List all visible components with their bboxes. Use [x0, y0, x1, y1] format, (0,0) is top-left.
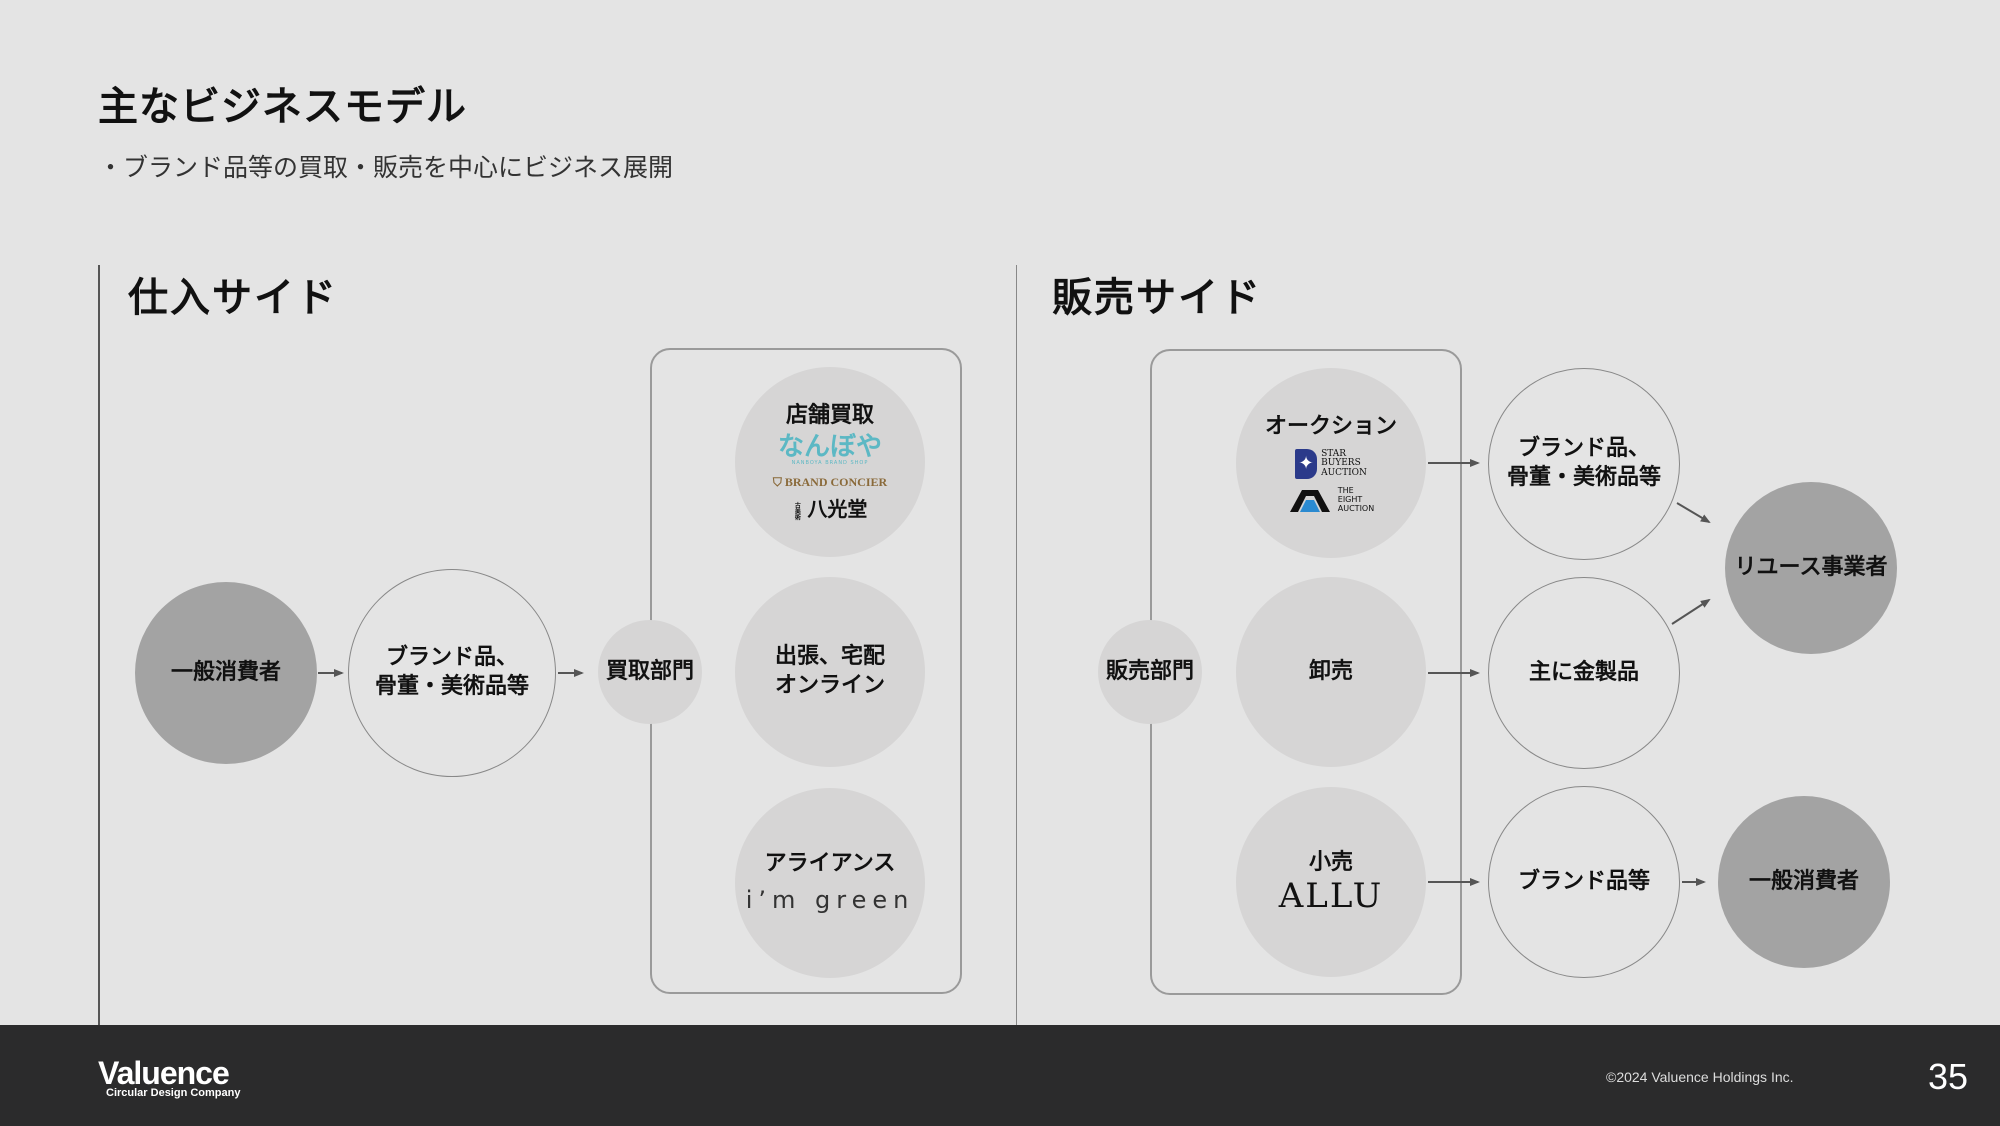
arrow-goods-to-reuse [1676, 502, 1711, 524]
valuence-logo-tagline: Circular Design Company [106, 1087, 241, 1099]
sales-out-goods-line1: ブランド品、 [1517, 436, 1650, 462]
visit-purchase-line2: オンライン [774, 673, 885, 698]
page-title: 主なビジネスモデル [98, 84, 467, 130]
eight-auction-mark-icon [1289, 490, 1330, 513]
sales-heading: 販売サイド [1052, 275, 1262, 321]
im-green-logo: i’m green [745, 885, 915, 914]
store-purchase-label: 店舗買取 [785, 402, 874, 428]
wholesale-label: 卸売 [1308, 658, 1353, 684]
eight-auction-logo-line1: THE [1337, 486, 1354, 496]
eight-auction-logo: THE EIGHT AUCTION [1288, 486, 1375, 513]
alliance-node: アライアンス i’m green [735, 788, 925, 978]
purchase-goods-node: ブランド品、 骨董・美術品等 [348, 569, 556, 777]
purchase-consumer-node: 一般消費者 [135, 582, 317, 764]
purchase-dept-label: 買取部門 [605, 658, 694, 684]
star-buyers-logo-line3: AUCTION [1321, 467, 1367, 478]
page-subtitle: ・ブランド品等の買取・販売を中心にビジネス展開 [98, 153, 674, 182]
visit-purchase-node: 出張、宅配 オンライン [735, 577, 925, 767]
eight-auction-logo-line3: AUCTION [1337, 503, 1375, 513]
auction-node: オークション ✦ STAR BUYERS AUCTION THE EIGHT A… [1236, 368, 1426, 558]
hakkodo-logo: 古美術 八光堂 [793, 496, 868, 522]
star-buyers-auction-logo: ✦ STAR BUYERS AUCTION [1295, 448, 1367, 480]
brand-concier-logo: ⛉ BRAND CONCIER [773, 475, 887, 491]
eight-auction-logo-line2: EIGHT [1337, 494, 1363, 504]
sales-dept-label: 販売部門 [1105, 658, 1194, 684]
nanboya-logo-subtext: NANBOYA BRAND SHOP [791, 460, 869, 467]
wholesale-node: 卸売 [1236, 577, 1426, 767]
alliance-label: アライアンス [764, 851, 896, 877]
sales-out-brand-node: ブランド品等 [1488, 786, 1680, 978]
sales-dept-node: 販売部門 [1098, 620, 1202, 724]
hakkodo-logo-small: 古美術 [793, 501, 801, 520]
valuence-logo: Valuence [98, 1055, 230, 1091]
sales-out-goods-node: ブランド品、 骨董・美術品等 [1488, 368, 1680, 560]
copyright-text: ©2024 Valuence Holdings Inc. [1606, 1069, 1794, 1085]
retail-node: 小売 ALLU [1236, 787, 1426, 977]
visit-purchase-line1: 出張、宅配 [774, 644, 885, 670]
sales-consumer-node: 一般消費者 [1718, 796, 1890, 968]
purchase-goods-line1: ブランド品、 [385, 645, 518, 671]
sales-out-goods-line2: 骨董・美術品等 [1506, 465, 1661, 490]
sales-out-gold-label: 主に金製品 [1528, 659, 1639, 685]
star-buyers-b-icon: ✦ [1295, 449, 1318, 480]
nanboya-logo: なんぼや [777, 432, 882, 463]
store-purchase-node: 店舗買取 なんぼや NANBOYA BRAND SHOP ⛉ BRAND CON… [735, 367, 925, 557]
page-number: 35 [1928, 1056, 1969, 1097]
auction-label: オークション [1264, 413, 1397, 439]
footer-bar [0, 1025, 2000, 1126]
purchase-heading: 仕入サイド [128, 275, 338, 321]
sales-out-gold-node: 主に金製品 [1488, 577, 1680, 769]
purchase-goods-line2: 骨董・美術品等 [374, 674, 529, 699]
purchase-dept-node: 買取部門 [598, 620, 702, 724]
brand-concier-logo-text: BRAND CONCIER [784, 474, 888, 489]
sales-out-brand-label: ブランド品等 [1517, 868, 1650, 894]
reuse-business-node: リユース事業者 [1725, 482, 1897, 654]
star-buyers-logo-line2: BUYERS [1321, 458, 1361, 469]
star-buyers-logo-line1: STAR [1321, 448, 1347, 459]
retail-label: 小売 [1308, 850, 1353, 875]
sales-divider [1016, 265, 1017, 1025]
brand-concier-shield-icon: ⛉ [772, 474, 782, 489]
reuse-business-label: リユース事業者 [1734, 554, 1888, 580]
purchase-divider [98, 265, 100, 1025]
sales-consumer-label: 一般消費者 [1748, 868, 1859, 894]
hakkodo-logo-text: 八光堂 [807, 497, 868, 522]
arrow-gold-to-reuse [1671, 598, 1711, 625]
purchase-consumer-label: 一般消費者 [170, 659, 281, 685]
allu-logo: ALLU [1278, 875, 1384, 916]
